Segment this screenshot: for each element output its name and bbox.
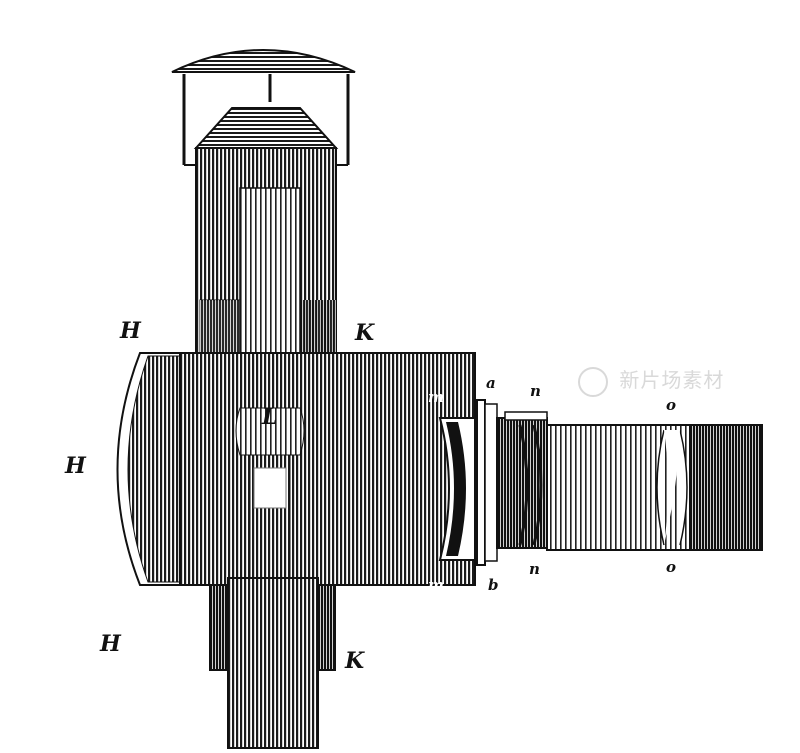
bottom-reservoir — [209, 577, 336, 749]
label-K-bottom: K — [345, 648, 365, 674]
watermark-logo-icon — [578, 366, 608, 397]
label-H-top: H — [120, 318, 141, 344]
objective-tube — [496, 411, 763, 551]
label-n-top: n — [530, 382, 541, 400]
chimney-cap — [171, 49, 356, 166]
label-H-mid: H — [65, 453, 86, 479]
chimney-roof — [193, 107, 339, 149]
label-L: L — [262, 404, 278, 430]
label-o-bottom: o — [666, 558, 677, 576]
lamp-flame — [235, 407, 305, 584]
label-b: b — [488, 576, 499, 594]
label-m-bottom: m — [428, 576, 444, 594]
watermark: 新片场素材 — [578, 364, 724, 397]
label-a: a — [486, 374, 496, 392]
label-H-bottom: H — [100, 631, 121, 657]
label-n-bottom: n — [529, 560, 540, 578]
chimney-body — [195, 147, 337, 409]
label-m-top: m — [428, 388, 444, 406]
label-K-top: K — [355, 320, 375, 346]
label-o-top: o — [666, 396, 677, 414]
watermark-text: 新片场素材 — [619, 368, 725, 392]
